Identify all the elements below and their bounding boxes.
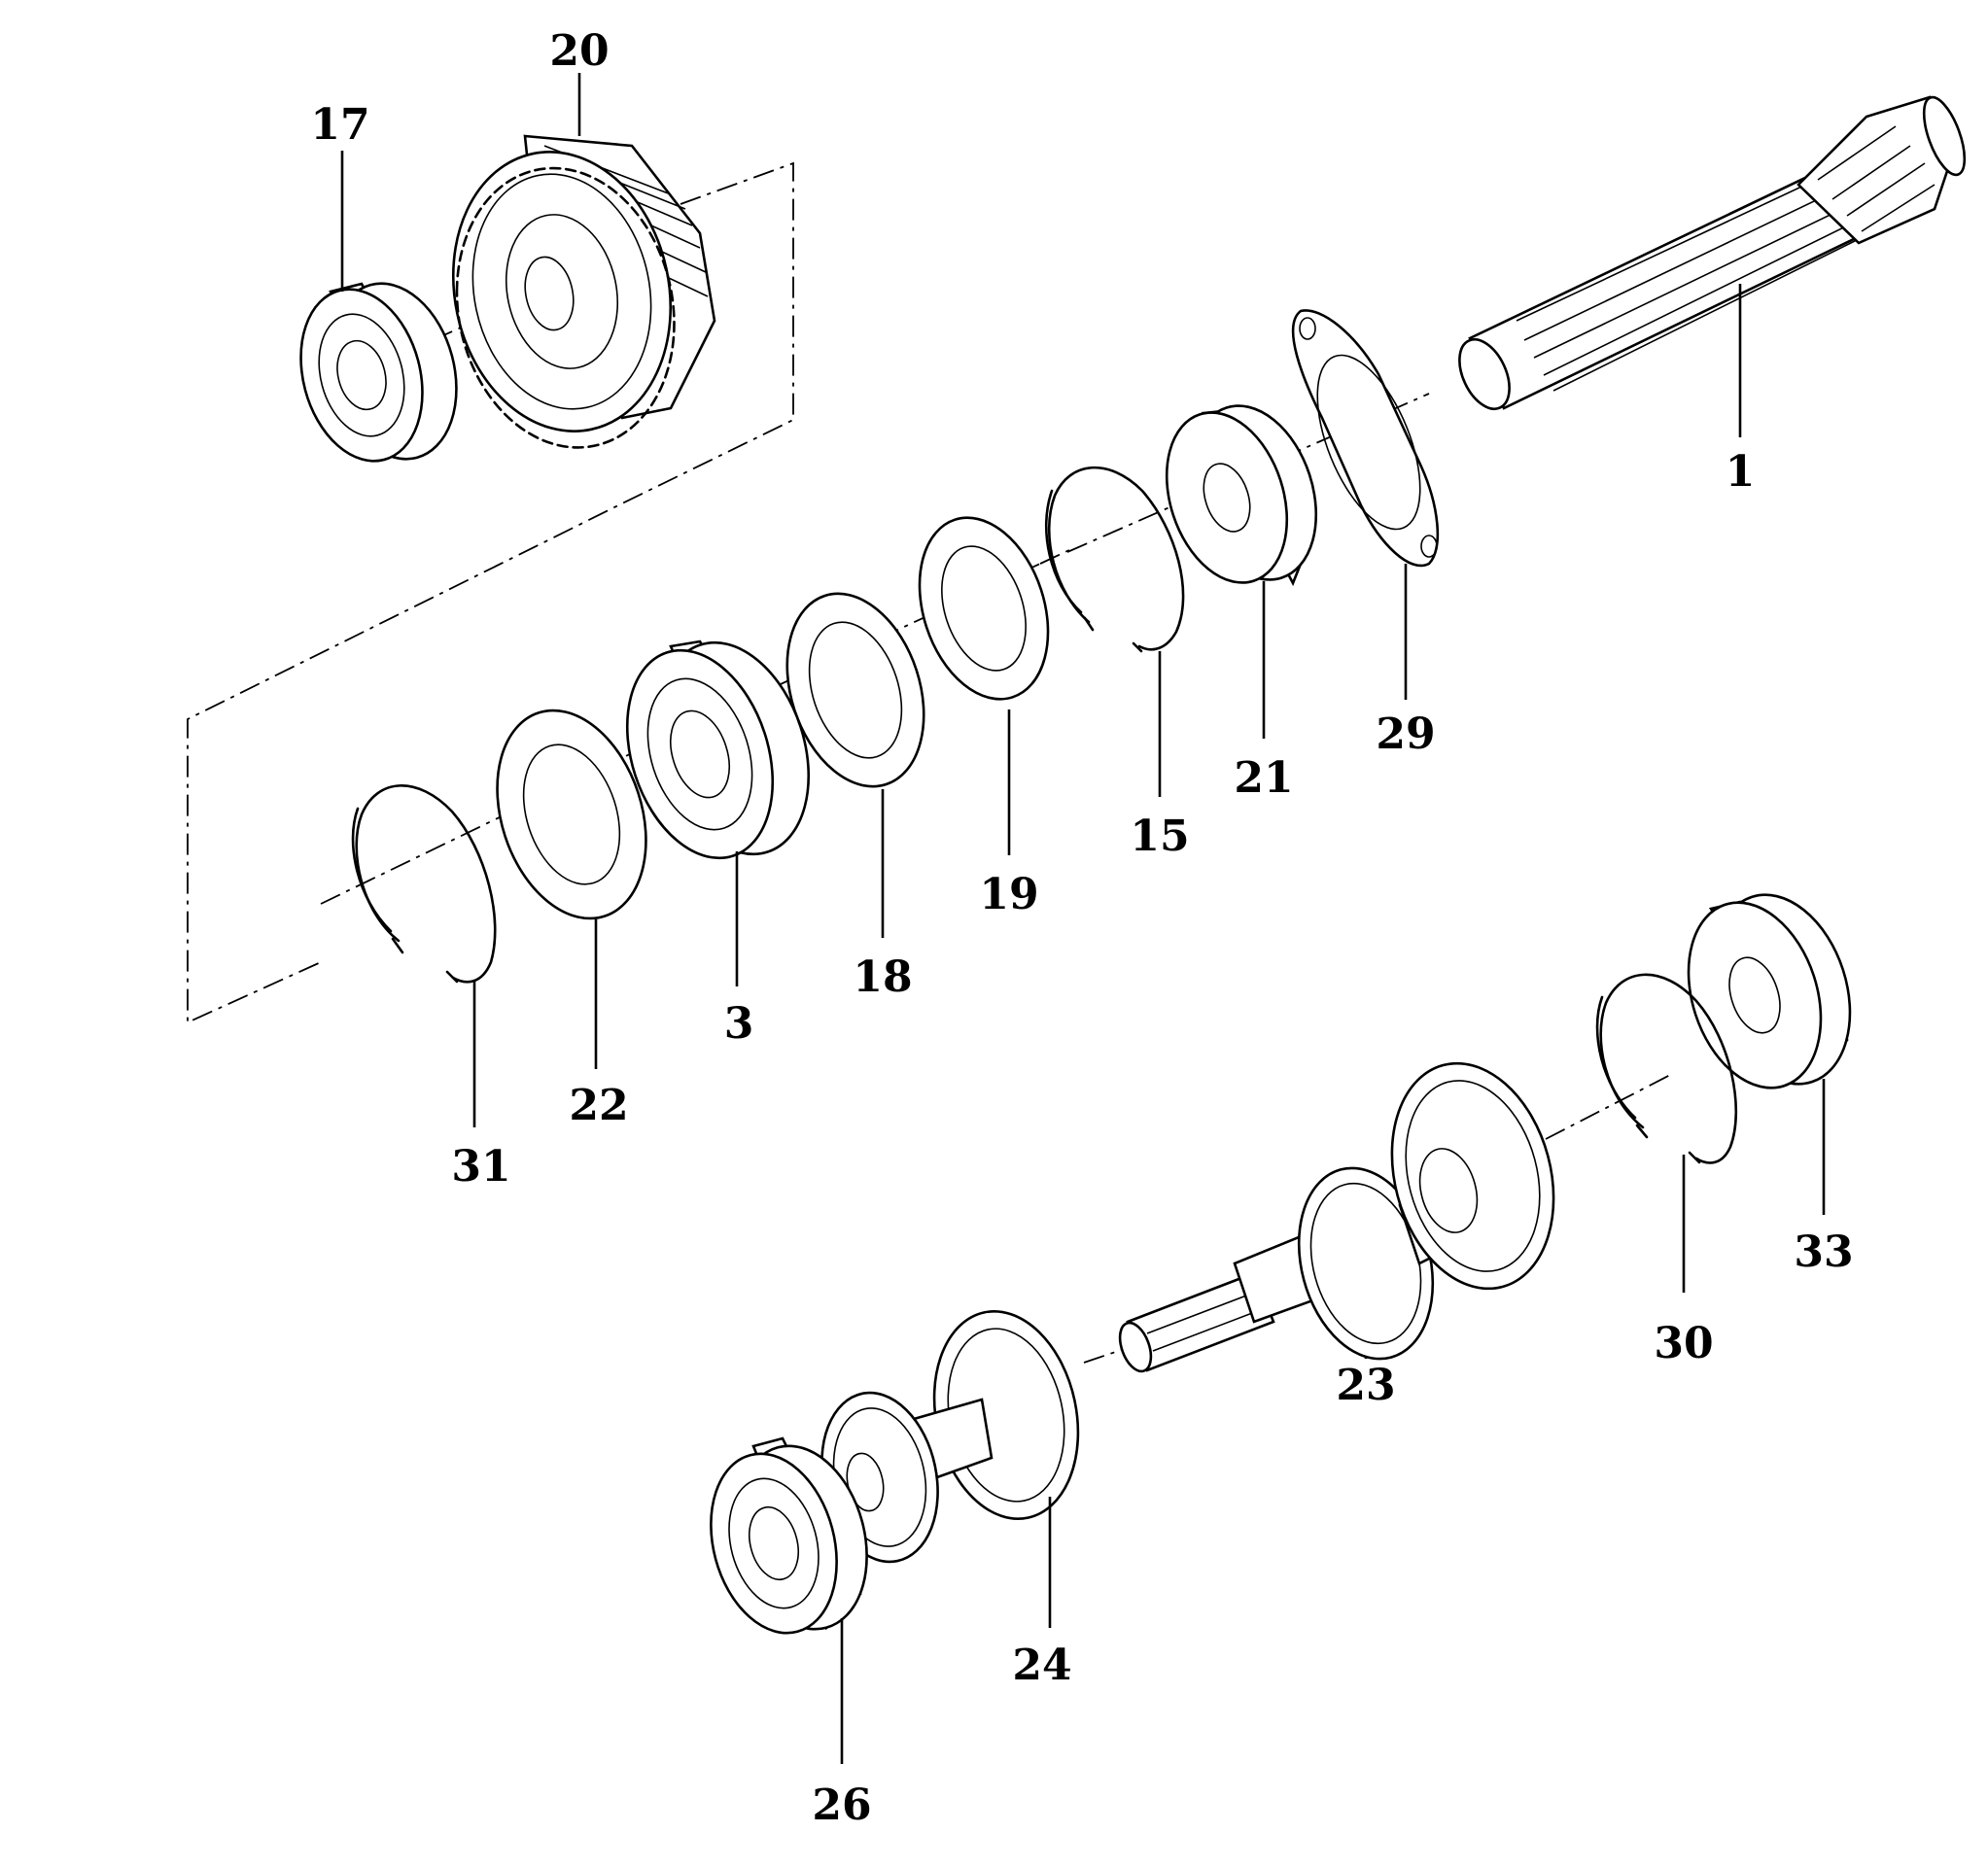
label-part-3: 3: [724, 999, 754, 1049]
part-23-gear-shaft: [1118, 1061, 1555, 1373]
label-part-29: 29: [1376, 709, 1435, 759]
part-17-ball-bearing: [299, 282, 458, 463]
label-part-17: 17: [310, 100, 369, 150]
part-21-bearing: [1165, 404, 1318, 587]
part-3-ball-bearing: [625, 640, 811, 860]
label-part-33: 33: [1794, 1227, 1853, 1277]
part-29-gasket: [1291, 309, 1440, 568]
label-part-31: 31: [451, 1142, 510, 1192]
label-part-24: 24: [1012, 1641, 1071, 1690]
part-33-bearing: [1687, 893, 1852, 1089]
label-part-18: 18: [853, 952, 912, 1002]
part-15-snap-ring: [1044, 466, 1185, 653]
part-19-washer: [918, 516, 1050, 701]
label-part-22: 22: [569, 1081, 628, 1130]
label-part-20: 20: [549, 26, 609, 76]
label-part-21: 21: [1234, 753, 1293, 803]
part-22-washer: [496, 709, 647, 920]
label-part-15: 15: [1130, 812, 1189, 861]
label-part-26: 26: [812, 1781, 871, 1830]
part-26-ball-bearing: [710, 1436, 868, 1635]
part-1-splined-shaft: [1458, 95, 1967, 410]
part-31-snap-ring: [351, 784, 497, 984]
part-30-snap-ring: [1595, 973, 1738, 1164]
label-part-23: 23: [1336, 1361, 1395, 1410]
label-part-30: 30: [1654, 1319, 1713, 1368]
label-part-1: 1: [1726, 447, 1756, 497]
label-part-19: 19: [979, 870, 1038, 919]
part-20-double-gear: [451, 134, 716, 449]
